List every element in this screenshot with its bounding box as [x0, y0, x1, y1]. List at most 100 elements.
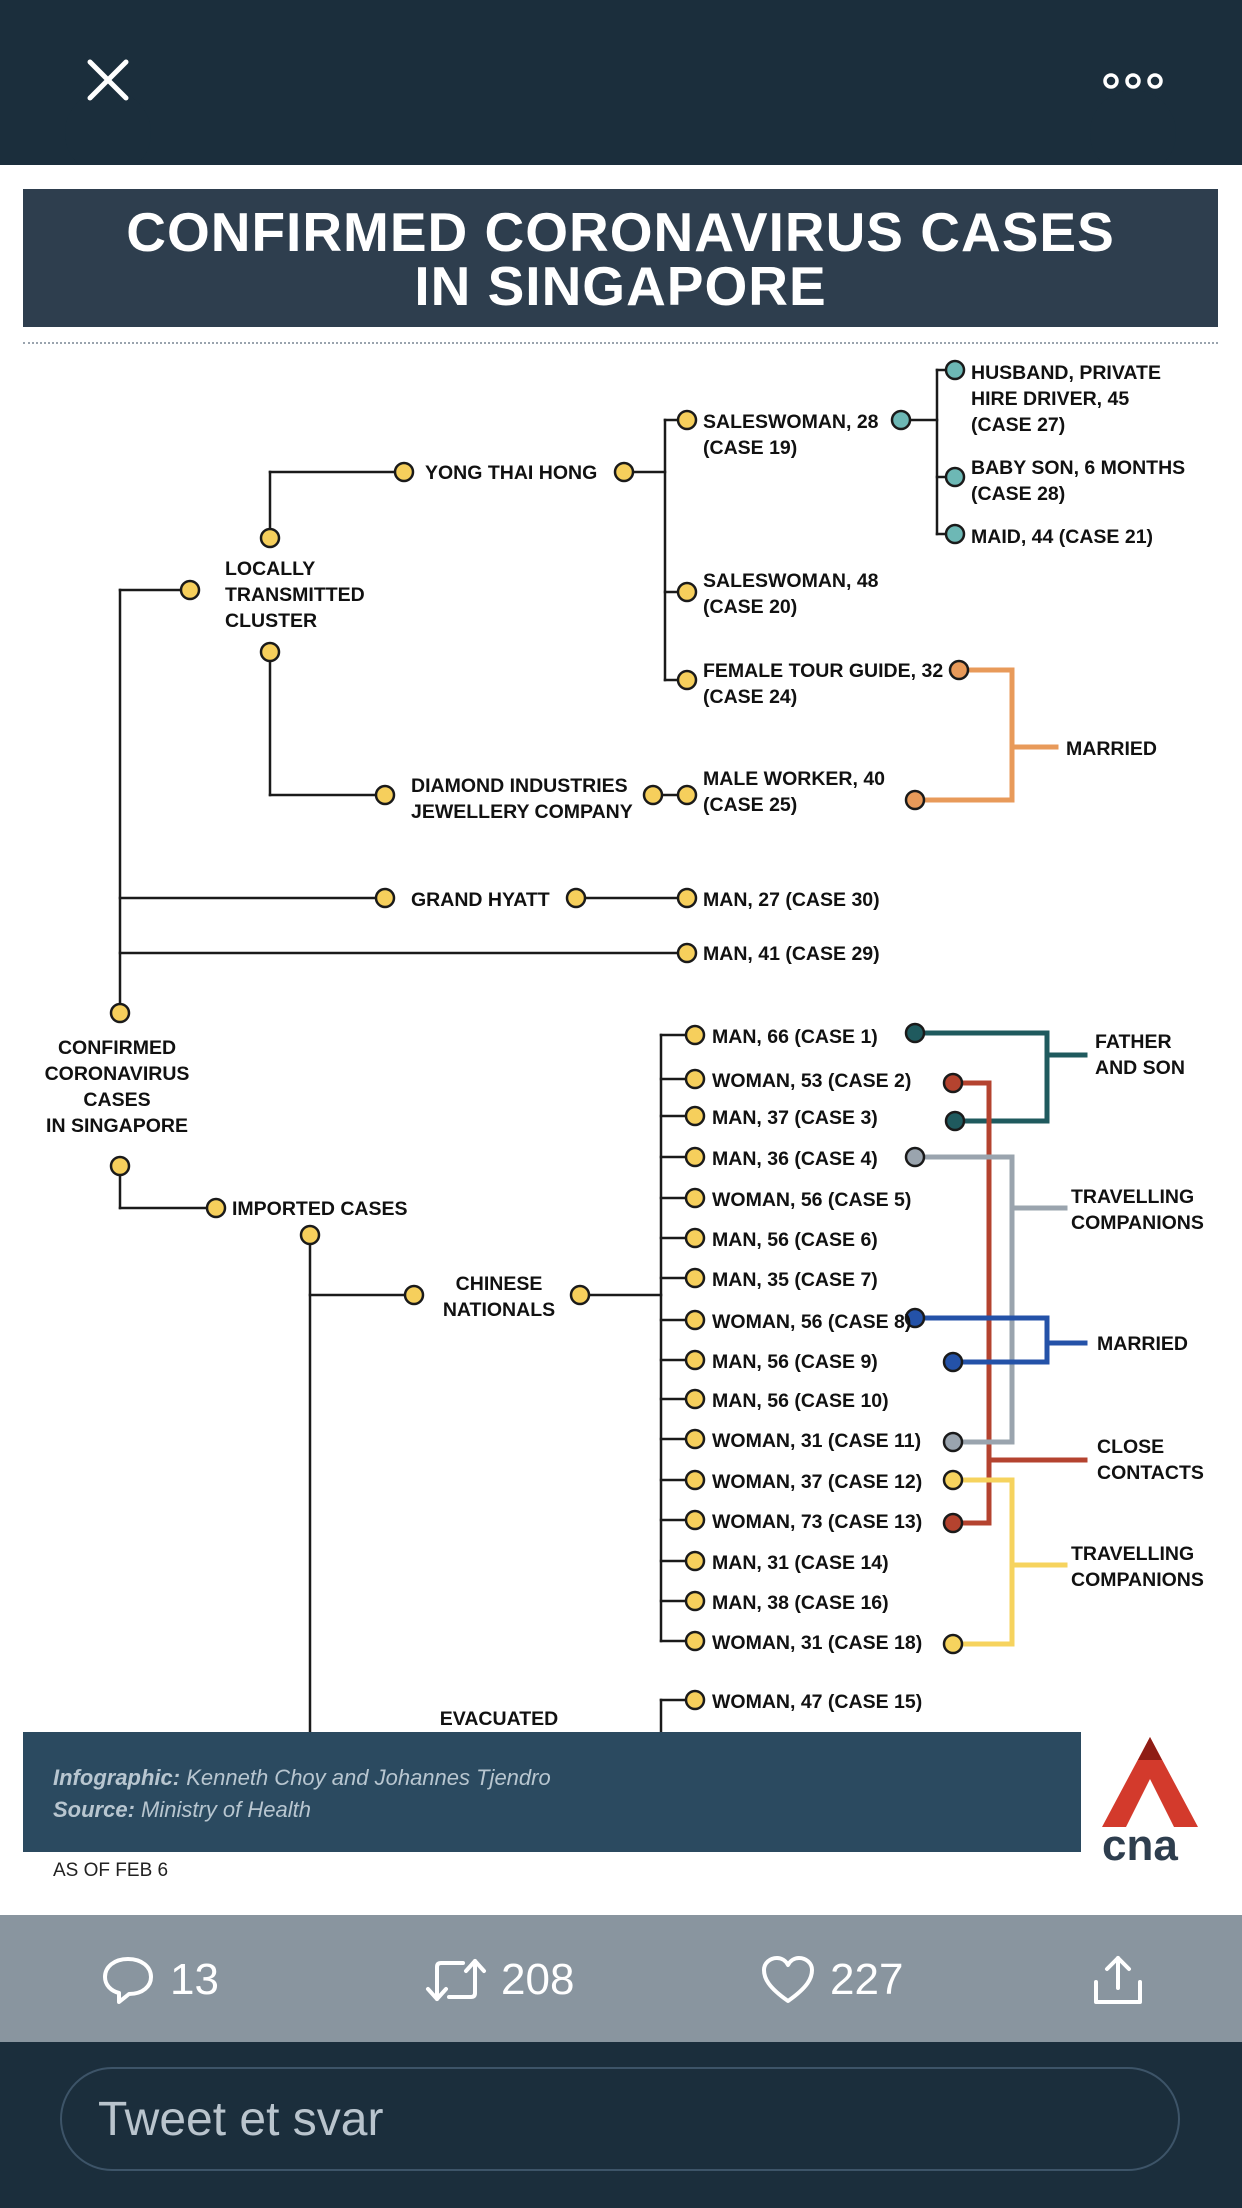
father-son-label: FATHER [1095, 1031, 1172, 1053]
case-node [684, 1428, 706, 1450]
diamond-label: JEWELLERY COMPANY [411, 801, 633, 823]
root-label: IN SINGAPORE [46, 1115, 188, 1137]
case-label: MAN, 66 (CASE 1) [712, 1026, 878, 1048]
diamond-node-left [374, 784, 396, 806]
tree-edges [118, 368, 957, 1831]
chinese-node-right [569, 1284, 591, 1306]
imported-label: IMPORTED CASES [232, 1198, 408, 1220]
infographic-title: CONFIRMED CORONAVIRUS CASES IN SINGAPORE [23, 189, 1218, 327]
case-node [684, 1267, 706, 1289]
credit-label: Infographic: [53, 1765, 181, 1790]
travelling-label-yellow: COMPANIONS [1071, 1569, 1204, 1591]
diamond-node-right [642, 784, 664, 806]
infographic-image[interactable]: CONFIRMED CORONAVIRUS CASES IN SINGAPORE… [0, 165, 1242, 2045]
case20-node [676, 581, 698, 603]
case-node [684, 1227, 706, 1249]
cna-logo: cna [1090, 1735, 1210, 1870]
share-button[interactable] [1090, 1955, 1160, 2005]
case-label: WOMAN, 37 (CASE 12) [712, 1471, 922, 1493]
married-bracket-blue [924, 1315, 1050, 1365]
case29-label: MAN, 41 (CASE 29) [703, 943, 880, 965]
yong-thai-hong-node-left [393, 461, 415, 483]
tweet-action-bar [0, 1915, 1242, 2042]
case3-relation-node [944, 1110, 966, 1132]
case-node [684, 1550, 706, 1572]
grand-hyatt-node-right [565, 887, 587, 909]
case-label: MAN, 31 (CASE 14) [712, 1552, 889, 1574]
case-label: MAN, 35 (CASE 7) [712, 1269, 878, 1291]
close-contacts-label: CLOSE [1097, 1436, 1164, 1458]
root-top-node [109, 1002, 131, 1024]
case-node [684, 1349, 706, 1371]
married-bracket-orange [924, 667, 1015, 803]
case-label: WOMAN, 53 (CASE 2) [712, 1070, 911, 1092]
reply-input[interactable] [60, 2067, 1180, 2171]
travelling-label-yellow: TRAVELLING [1071, 1543, 1194, 1565]
root-label: CONFIRMED [58, 1037, 176, 1059]
case1-relation-node [904, 1022, 926, 1044]
case27-label: HUSBAND, PRIVATE [971, 362, 1161, 384]
local-cluster-label: CLUSTER [225, 610, 317, 632]
reply-count: 13 [170, 1955, 219, 2004]
cna-logo-mark: cna [1102, 1737, 1198, 1870]
case-node [684, 1630, 706, 1652]
case25-married-node [904, 789, 926, 811]
top-bar [0, 0, 1242, 165]
like-button[interactable]: 227 [760, 1955, 903, 2005]
close-button[interactable] [65, 59, 151, 176]
case-label: WOMAN, 47 (CASE 15) [712, 1691, 922, 1713]
local-upper-node [259, 527, 281, 549]
case-node [684, 1509, 706, 1531]
case30-label: MAN, 27 (CASE 30) [703, 889, 880, 911]
travelling-bracket-yellow [962, 1477, 1015, 1647]
case-node [684, 1187, 706, 1209]
case24-married-node [948, 659, 970, 681]
like-count: 227 [830, 1955, 904, 2004]
case-label: MAN, 37 (CASE 3) [712, 1107, 878, 1129]
case19-family-node [890, 409, 912, 431]
case-label: MAN, 56 (CASE 9) [712, 1351, 878, 1373]
root-label: CORONAVIRUS [45, 1063, 190, 1085]
root-bottom-node [109, 1155, 131, 1177]
more-dots-icon [1103, 73, 1163, 89]
case29-node [676, 942, 698, 964]
case-node [684, 1388, 706, 1410]
case9-relation-node [942, 1351, 964, 1373]
diamond-label: DIAMOND INDUSTRIES [411, 775, 628, 797]
case28-node [944, 466, 966, 488]
case24-label: FEMALE TOUR GUIDE, 32 [703, 660, 943, 682]
case20-label: SALESWOMAN, 48 [703, 570, 879, 592]
grand-hyatt-node-left [374, 887, 396, 909]
yong-thai-hong-label: YONG THAI HONG [425, 462, 597, 484]
root-label: CASES [83, 1089, 150, 1111]
retweet-button[interactable]: 208 [425, 1955, 574, 2005]
as-of-date: AS OF FEB 6 [53, 1860, 169, 1881]
share-icon [1094, 1956, 1142, 2004]
grand-hyatt-label: GRAND HYATT [411, 889, 550, 911]
case27-label: (CASE 27) [971, 414, 1065, 436]
title-line-1: CONFIRMED CORONAVIRUS CASES [126, 201, 1115, 263]
reply-button[interactable]: 13 [100, 1955, 219, 2005]
case-node [684, 1590, 706, 1612]
case27-label: HIRE DRIVER, 45 [971, 388, 1129, 410]
travelling-bracket-gray [924, 1154, 1015, 1445]
reply-bubble-icon [103, 1957, 153, 2004]
case13-relation-node [942, 1512, 964, 1534]
close-icon [87, 59, 129, 101]
case19-node [676, 409, 698, 431]
case2-relation-node [942, 1072, 964, 1094]
yong-thai-hong-node-right [613, 461, 635, 483]
case19-label: SALESWOMAN, 28 [703, 411, 879, 433]
imported-node [205, 1197, 227, 1219]
more-options-button[interactable] [1090, 73, 1176, 176]
case-label: MAN, 38 (CASE 16) [712, 1592, 889, 1614]
local-cluster-label: TRANSMITTED [225, 584, 365, 606]
case25-label: (CASE 25) [703, 794, 797, 816]
credit-line: Infographic: Kenneth Choy and Johannes T… [53, 1765, 551, 1791]
case-node [684, 1105, 706, 1127]
case-label: WOMAN, 31 (CASE 11) [712, 1430, 921, 1452]
case21-label: MAID, 44 (CASE 21) [971, 526, 1153, 548]
chinese-node-left [403, 1284, 425, 1306]
